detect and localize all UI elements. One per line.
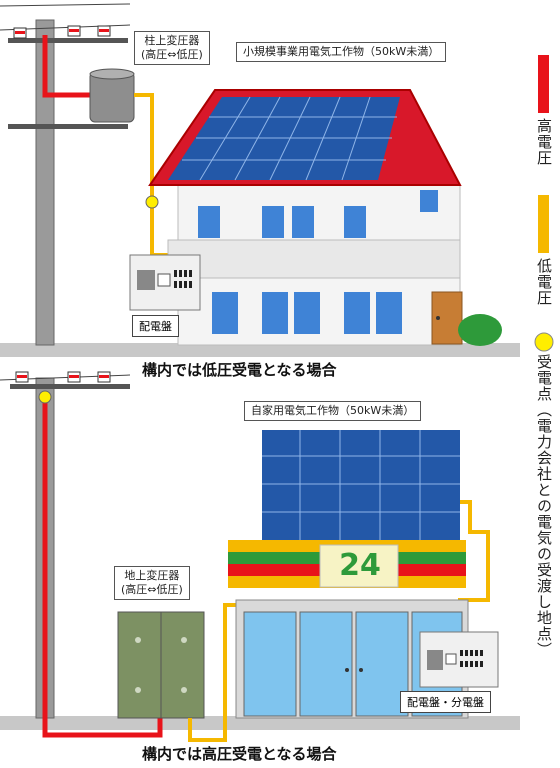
top-high-voltage-line (42, 35, 95, 98)
top-receiving-point (145, 195, 159, 209)
legend-low-voltage-bar (538, 195, 549, 253)
pole-transformer-label: 柱上変圧器 (高圧⇔低圧) (134, 31, 210, 65)
bottom-facility-label: 自家用電気工作物（50kW未満） (244, 401, 422, 421)
convenience-store (228, 430, 469, 719)
pole-transformer (89, 68, 135, 123)
ground-transformer-label: 地上変圧器 (高圧⇔低圧) (114, 566, 190, 600)
pole-transformer-label-line2: (高圧⇔低圧) (141, 48, 203, 61)
pole-transformer-label-line1: 柱上変圧器 (144, 34, 200, 47)
bottom-receiving-point (38, 390, 52, 404)
legend-low-voltage-text: 低電圧 (535, 258, 553, 306)
top-ground (0, 343, 520, 357)
top-distribution-panel (129, 254, 201, 311)
top-facility-label: 小規模事業用電気工作物（50kW未満） (236, 42, 447, 62)
store-sign-24: 24 (339, 548, 381, 583)
legend-high-voltage-bar (538, 55, 549, 113)
bottom-panel-label: 配電盤・分電盤 (400, 691, 491, 713)
house (148, 89, 502, 346)
ground-transformer-label-line2: (高圧⇔低圧) (121, 583, 183, 596)
bottom-caption: 構内では高圧受電となる場合 (142, 745, 337, 763)
bottom-high-voltage-line (42, 398, 163, 738)
bottom-ground (0, 716, 520, 730)
ground-transformer (117, 611, 205, 719)
legend-receiving-point-marker (534, 332, 554, 352)
top-panel-label: 配電盤 (132, 315, 179, 337)
legend-receiving-point-text: 受電点（電力会社との電気の受渡し地点） (535, 354, 553, 658)
utility-pole-top (0, 3, 131, 346)
bottom-distribution-panel (419, 631, 499, 688)
utility-pole-bottom (0, 371, 131, 719)
top-caption: 構内では低圧受電となる場合 (142, 361, 337, 379)
legend-high-voltage-text: 高電圧 (535, 118, 553, 166)
ground-transformer-label-line1: 地上変圧器 (124, 569, 180, 582)
